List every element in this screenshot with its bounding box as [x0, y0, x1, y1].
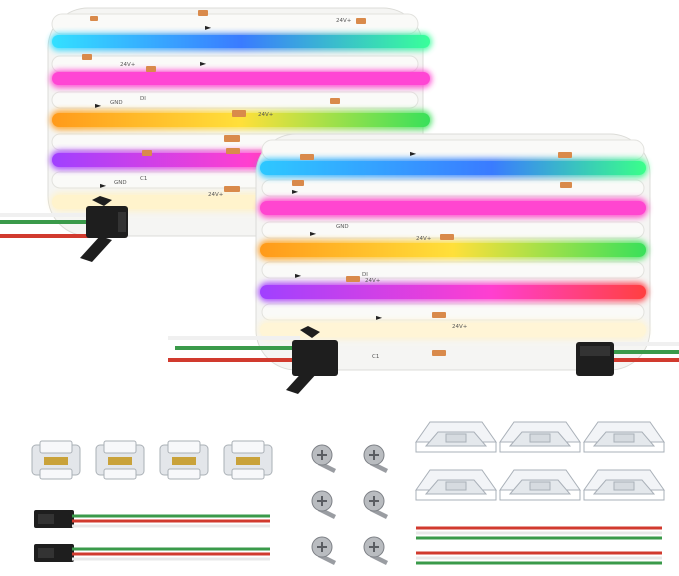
right-label-24v-1: 24V+ [416, 236, 432, 242]
screw-6 [363, 536, 388, 565]
connector-4 [223, 440, 273, 480]
right-label-di-1: DI [362, 272, 368, 278]
left-label-24v-3: 24V+ [258, 112, 274, 118]
clip-5 [499, 469, 581, 501]
clip-6 [583, 469, 665, 501]
left-lead-wires [0, 213, 90, 238]
screw-1 [311, 444, 336, 473]
left-arrow-4: ► [100, 181, 107, 190]
extension-cable-bottom [416, 551, 662, 565]
right-arrow-4: ► [295, 271, 302, 280]
mounting-screws [311, 444, 388, 565]
left-label-24v-4: 24V+ [208, 192, 224, 198]
left-label-gnd-2: GND [114, 180, 127, 186]
left-label-24v-1: 24V+ [336, 18, 352, 24]
left-label-24v-2: 24V+ [120, 62, 136, 68]
right-label-24v-2: 24V+ [365, 278, 381, 284]
connector-1 [31, 440, 81, 480]
clip-3 [583, 421, 665, 453]
left-arrow-1: ► [205, 23, 212, 32]
right-strip-spool: 24V+ 24V+ 24V+ GND DI C1 ► ► ► ► ► [168, 133, 679, 394]
right-arrow-2: ► [292, 187, 299, 196]
clip-4 [415, 469, 497, 501]
right-jst-connector-left [286, 326, 338, 394]
mounting-clips [415, 421, 665, 501]
right-label-c1: C1 [372, 354, 379, 360]
right-lead-wires [168, 336, 679, 362]
left-arrow-3: ► [95, 101, 102, 110]
left-label-di-1: DI [140, 96, 146, 102]
screw-4 [363, 490, 388, 519]
connector-2 [95, 440, 145, 480]
clip-2 [499, 421, 581, 453]
left-label-gnd-1: GND [110, 100, 123, 106]
left-jst-connector [80, 196, 128, 262]
right-label-24v-3: 24V+ [452, 324, 468, 330]
extension-cable-top [416, 526, 662, 540]
left-arrow-2: ► [200, 59, 207, 68]
screw-2 [363, 444, 388, 473]
solder-free-connectors [31, 440, 273, 480]
right-arrow-1: ► [410, 149, 417, 158]
connector-3 [159, 440, 209, 480]
left-label-c1: C1 [140, 176, 147, 182]
right-jst-connector-right [576, 342, 614, 376]
screw-5 [311, 536, 336, 565]
right-arrow-3: ► [310, 229, 317, 238]
right-label-gnd-1: GND [336, 224, 349, 230]
screw-3 [311, 490, 336, 519]
pigtail-cable-bottom [34, 544, 270, 562]
right-arrow-5: ► [376, 313, 383, 322]
pigtail-cable-top [34, 510, 270, 528]
clip-1 [415, 421, 497, 453]
